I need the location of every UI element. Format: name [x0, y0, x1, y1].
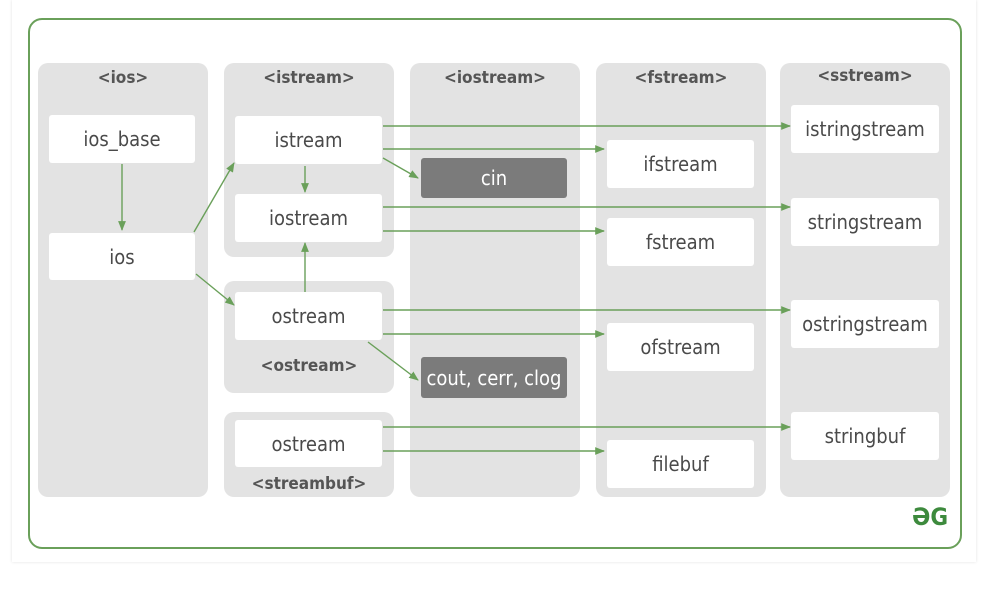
header-sstream: <sstream> — [817, 66, 913, 86]
node-istream: istream — [235, 116, 382, 164]
arrow-ios-ostream — [195, 273, 235, 306]
header-iostream: <iostream> — [444, 68, 546, 88]
object-cout-cerr-clog: cout, cerr, clog — [421, 357, 567, 398]
column-iostream — [410, 63, 580, 497]
node-filebuf: filebuf — [607, 440, 754, 488]
node-istringstream: istringstream — [791, 105, 939, 153]
arrow-istream-cin — [382, 157, 419, 179]
node-ifstream: ifstream — [607, 140, 754, 188]
node-fstream: fstream — [607, 218, 754, 266]
node-stringstream: stringstream — [791, 198, 939, 246]
arrow-ios-istream — [193, 162, 235, 233]
node-ostream: ostream — [235, 292, 382, 340]
arrow-ostream-cout — [367, 341, 419, 381]
gfg-logo-icon: ƏG — [912, 503, 949, 531]
header-ostream: <ostream> — [260, 356, 358, 376]
node-ostringstream: ostringstream — [791, 300, 939, 348]
node-ios: ios — [49, 233, 195, 280]
header-streambuf: <streambuf> — [251, 474, 367, 494]
column-fstream — [596, 63, 766, 497]
node-iostream: iostream — [235, 194, 382, 242]
header-fstream: <fstream> — [634, 68, 728, 88]
header-ios: <ios> — [97, 68, 149, 88]
node-streambuf-ostream: ostream — [235, 420, 382, 467]
object-cin: cin — [421, 158, 567, 198]
diagram-frame — [28, 18, 962, 549]
node-stringbuf: stringbuf — [791, 412, 939, 460]
node-ofstream: ofstream — [607, 323, 754, 371]
node-ios-base: ios_base — [49, 115, 195, 163]
header-istream: <istream> — [263, 68, 355, 88]
